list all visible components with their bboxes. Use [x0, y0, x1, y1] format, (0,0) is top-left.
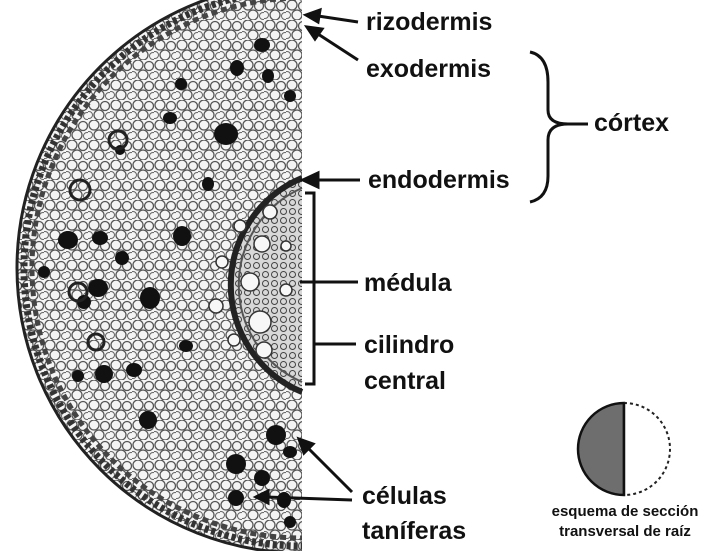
label-cilindro-central-1: cilindro [364, 330, 454, 360]
section-schema-icon [578, 403, 670, 495]
label-celulas-taniferas-1: células [362, 481, 447, 511]
schema-caption-line2: transversal de raíz [530, 523, 720, 541]
label-endodermis: endodermis [368, 165, 510, 195]
label-medula: médula [364, 268, 452, 298]
cortex-brace [530, 52, 568, 202]
label-cortex: córtex [594, 108, 669, 138]
label-cilindro-central-2: central [364, 366, 446, 396]
label-celulas-taniferas-2: taníferas [362, 516, 466, 546]
label-rizodermis: rizodermis [366, 7, 492, 37]
central-cylinder-bracket [305, 193, 314, 384]
schema-caption-line1: esquema de sección [530, 503, 720, 521]
label-exodermis: exodermis [366, 54, 491, 84]
